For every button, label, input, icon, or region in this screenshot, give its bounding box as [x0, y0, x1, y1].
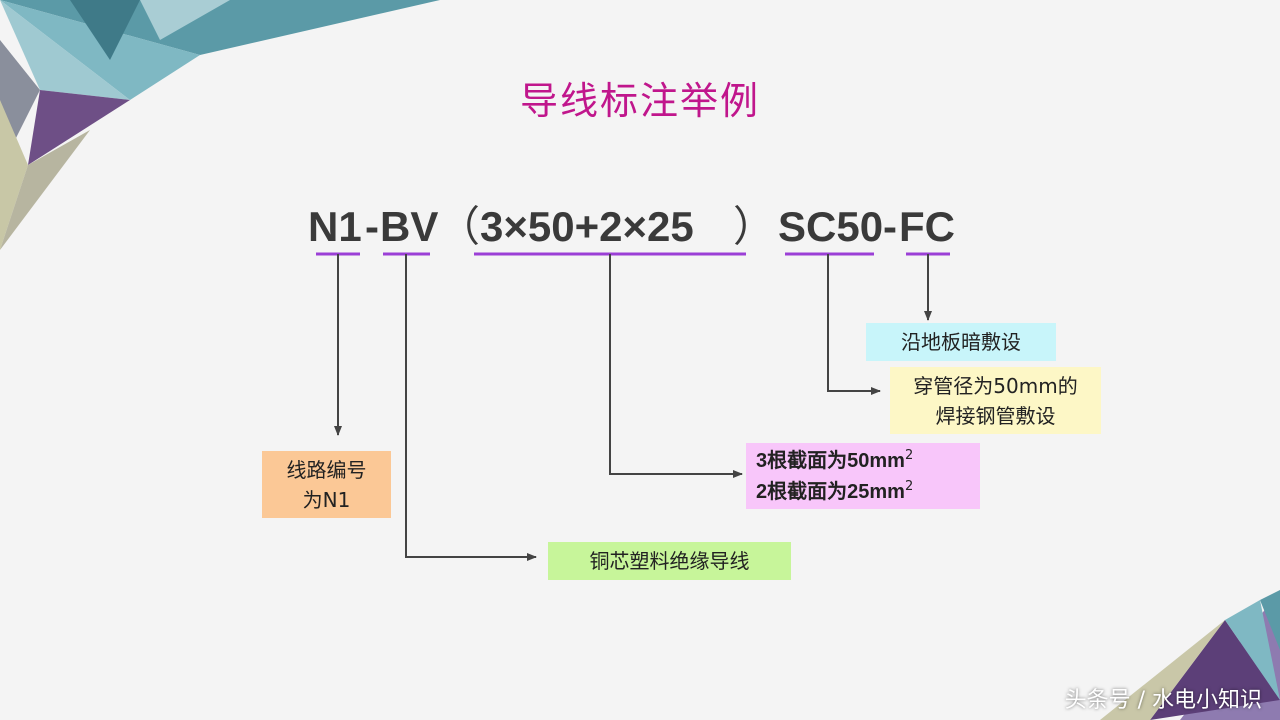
formula-seg-fc: FC: [899, 203, 955, 250]
slide-title: 导线标注举例: [519, 79, 760, 123]
label-box-n1: 线路编号 为N1: [262, 451, 391, 518]
label-n1-line2: 为N1: [302, 487, 351, 512]
arrow-cores: [609, 254, 743, 478]
label-sc-line1: 穿管径为50mm的: [913, 373, 1078, 398]
formula-seg-cores: 3×50+2×25: [480, 203, 694, 250]
formula-seg-bv: BV: [380, 203, 439, 250]
label-box-cores: 3根截面为50mm2 2根截面为25mm2: [746, 443, 980, 509]
watermark: 头条号 / 水电小知识: [1064, 688, 1262, 713]
label-n1-line1: 线路编号: [286, 457, 367, 482]
formula-paren-open: （: [438, 203, 481, 250]
formula-sep-1: -: [365, 203, 379, 250]
label-cores-line2-sup: 2: [904, 479, 914, 494]
formula-paren-close: ）: [733, 203, 776, 250]
formula-seg-sc: SC50: [778, 203, 884, 250]
label-cores-line1-sup: 2: [904, 448, 914, 463]
label-bv: 铜芯塑料绝缘导线: [589, 549, 750, 573]
formula-sep-2: -: [883, 203, 897, 250]
arrow-sc: [827, 254, 881, 395]
formula-seg-n1: N1: [308, 203, 362, 250]
label-box-bv: 铜芯塑料绝缘导线: [548, 542, 791, 580]
label-fc: 沿地板暗敷设: [901, 330, 1021, 354]
label-cores-line2: 2根截面为25mm2: [756, 479, 914, 503]
label-sc-line2: 焊接钢管敷设: [935, 403, 1056, 428]
label-cores-line1: 3根截面为50mm2: [756, 448, 914, 472]
arrow-bv: [405, 254, 537, 561]
label-box-sc: 穿管径为50mm的 焊接钢管敷设: [890, 367, 1101, 434]
label-box-fc: 沿地板暗敷设: [866, 323, 1056, 361]
